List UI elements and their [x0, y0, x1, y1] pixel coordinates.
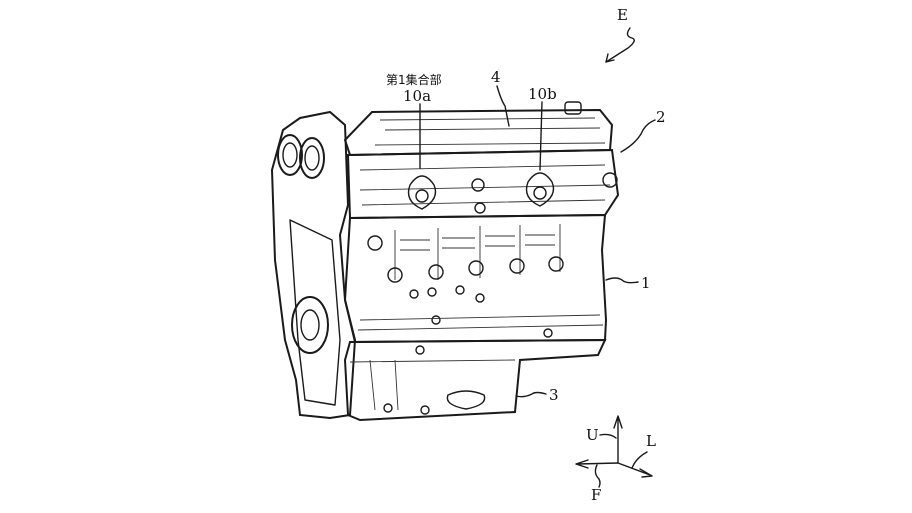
leader-10b	[539, 101, 543, 171]
label-front: F	[591, 486, 601, 504]
label-3: 3	[549, 386, 559, 404]
drain-boss	[446, 390, 486, 410]
front-cover-inner	[289, 219, 341, 406]
block-bosses	[367, 235, 564, 338]
cam-pulley-1	[277, 134, 303, 176]
oil-pan	[343, 338, 607, 422]
front-arrow-icon	[575, 459, 619, 469]
leader-e	[605, 27, 635, 63]
cam-pulley-2	[299, 137, 325, 179]
crank-pulley	[291, 296, 329, 354]
label-assembly-e: E	[617, 6, 628, 24]
leader-4	[496, 85, 510, 127]
label-4: 4	[491, 68, 501, 86]
leader-1	[605, 277, 639, 284]
cylinder-block	[343, 213, 608, 344]
label-collecting-part: 第1集合部	[386, 72, 442, 87]
head-cover	[343, 108, 614, 157]
left-arrow-icon	[617, 462, 653, 478]
leader-2	[620, 119, 656, 153]
label-10b: 10b	[528, 85, 557, 103]
port-10a	[407, 175, 437, 210]
label-2: 2	[656, 108, 666, 126]
label-up: U	[586, 426, 599, 444]
direction-axes: U L F	[575, 415, 656, 504]
label-10a: 10a	[403, 87, 431, 105]
cylinder-head	[346, 148, 620, 220]
engine-drawing	[270, 101, 620, 422]
front-cover	[270, 110, 357, 420]
up-arrow-icon	[613, 415, 623, 464]
arrow-e-icon	[605, 53, 615, 63]
oil-filler-cap	[564, 101, 582, 115]
label-1: 1	[641, 274, 651, 292]
leader-3	[515, 391, 547, 398]
label-left: L	[646, 432, 656, 450]
port-10b	[525, 172, 555, 207]
